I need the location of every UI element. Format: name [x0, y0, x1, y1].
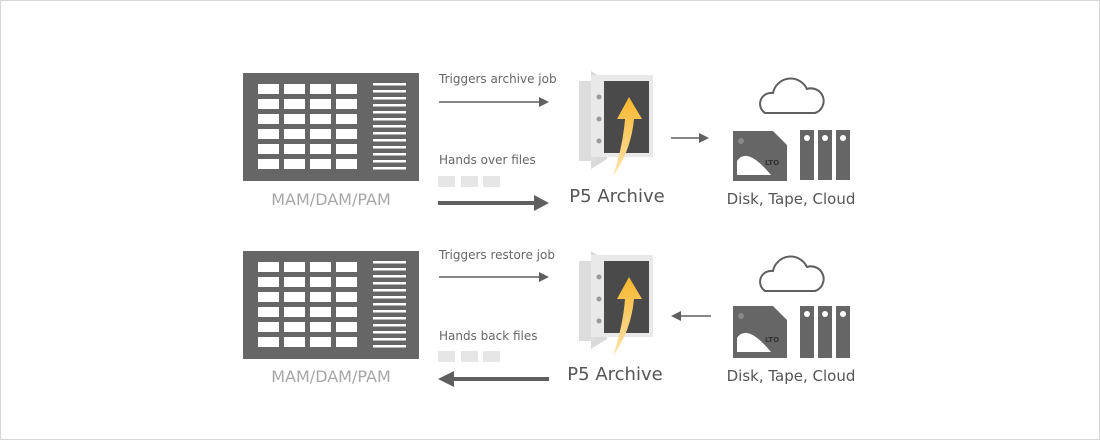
trigger-label: Triggers archive job	[439, 72, 557, 86]
files-label: Hands back files	[439, 329, 538, 343]
cloud-icon	[759, 77, 825, 114]
file-tokens	[438, 351, 500, 362]
storage-arrow-left	[671, 311, 711, 321]
archive-system-label: P5 Archive	[567, 364, 663, 385]
files-arrow-left	[438, 371, 549, 387]
mam-screen-icon	[243, 73, 419, 181]
disk-drives-icon	[800, 130, 850, 180]
files-label: Hands over files	[439, 153, 536, 167]
source-system-label: MAM/DAM/PAM	[271, 367, 391, 386]
lto-tape-icon	[733, 306, 787, 358]
mam-screen-icon	[243, 251, 419, 359]
storage-label: Disk, Tape, Cloud	[726, 367, 856, 385]
source-system-label: MAM/DAM/PAM	[271, 190, 391, 209]
trigger-label: Triggers restore job	[439, 248, 555, 262]
cloud-icon	[759, 255, 825, 292]
disk-drives-icon	[800, 306, 850, 358]
file-tokens	[438, 176, 500, 187]
upload-arrow-icon	[613, 277, 642, 356]
lto-tape-icon	[733, 131, 787, 181]
storage-label: Disk, Tape, Cloud	[726, 190, 856, 208]
lto-label: LTO	[765, 336, 780, 344]
files-arrow-right	[438, 195, 549, 211]
lto-label: LTO	[765, 159, 780, 167]
trigger-arrow-right	[439, 97, 549, 107]
archive-system-label: P5 Archive	[569, 186, 665, 207]
upload-arrow-icon	[613, 97, 642, 176]
trigger-arrow-right	[439, 272, 549, 282]
safe-icon	[579, 251, 653, 356]
safe-icon	[579, 71, 653, 176]
storage-arrow-right	[671, 133, 709, 143]
